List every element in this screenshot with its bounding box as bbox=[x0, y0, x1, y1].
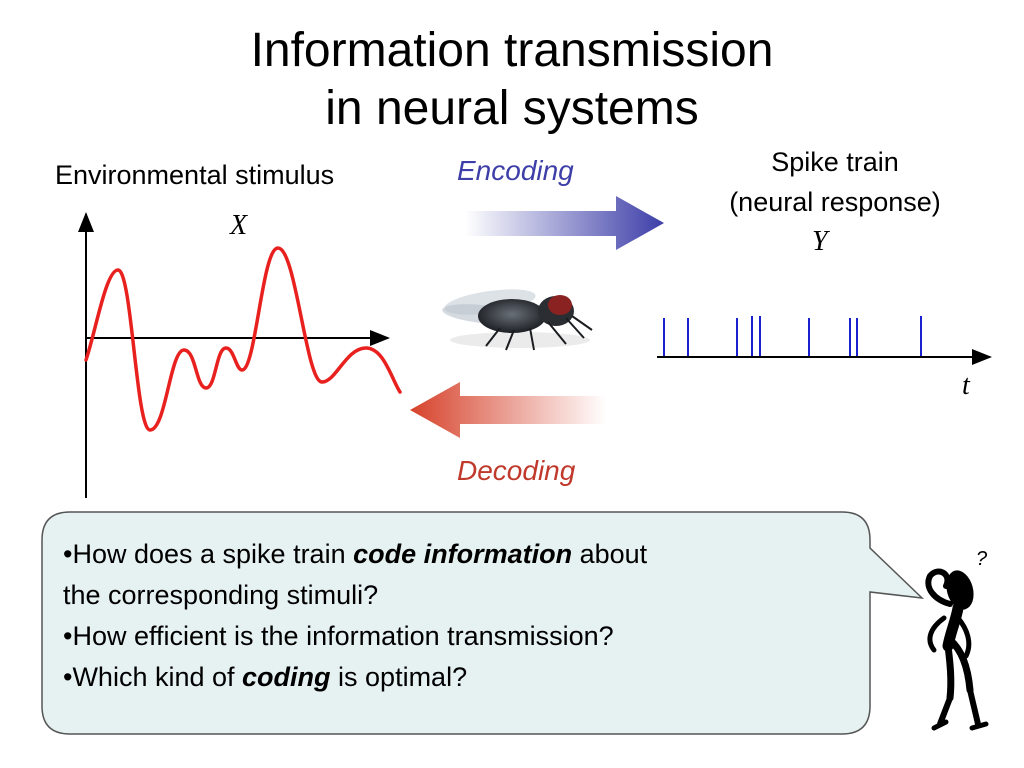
spike-train-label: Spike train (neural response) bbox=[690, 142, 980, 222]
question-1-line-2: the corresponding stimuli? bbox=[63, 580, 379, 610]
speech-bubble bbox=[41, 511, 925, 735]
question-1: •How does a spike train code information… bbox=[63, 534, 843, 575]
question-1-part-1: •How does a spike train bbox=[63, 539, 354, 569]
response-variable: Y bbox=[812, 226, 828, 257]
stimulus-label: Environmental stimulus bbox=[55, 160, 335, 190]
thought-question-mark: ? bbox=[976, 548, 988, 570]
question-2: •How efficient is the information transm… bbox=[63, 621, 614, 651]
stimulus-signal bbox=[84, 246, 402, 432]
thinking-person-icon bbox=[925, 568, 989, 731]
stimulus-axes bbox=[78, 212, 390, 498]
title-line-2: in neural systems bbox=[325, 82, 699, 135]
fly-icon bbox=[442, 289, 593, 351]
question-3: •Which kind of coding is optimal? bbox=[63, 657, 843, 698]
slide-title: Information transmission in neural syste… bbox=[0, 22, 1024, 138]
question-1-emphasis: code information bbox=[353, 539, 573, 569]
spike-train bbox=[663, 316, 922, 356]
encoding-arrow bbox=[465, 196, 664, 250]
stimulus-variable: X bbox=[230, 210, 248, 241]
question-3-part-2: is optimal? bbox=[330, 662, 468, 692]
spike-label-line-2: (neural response) bbox=[729, 187, 941, 217]
question-3-emphasis: coding bbox=[242, 662, 331, 692]
decoding-arrow bbox=[410, 382, 606, 438]
questions-text: •How does a spike train code information… bbox=[63, 534, 843, 698]
time-axis-label: t bbox=[962, 370, 970, 401]
encoding-label: Encoding bbox=[457, 155, 574, 186]
question-1-part-2: about bbox=[572, 539, 648, 569]
decoding-label: Decoding bbox=[457, 455, 576, 486]
title-line-1: Information transmission bbox=[250, 24, 774, 77]
question-3-part-1: •Which kind of bbox=[63, 662, 243, 692]
spike-label-line-1: Spike train bbox=[771, 147, 899, 177]
